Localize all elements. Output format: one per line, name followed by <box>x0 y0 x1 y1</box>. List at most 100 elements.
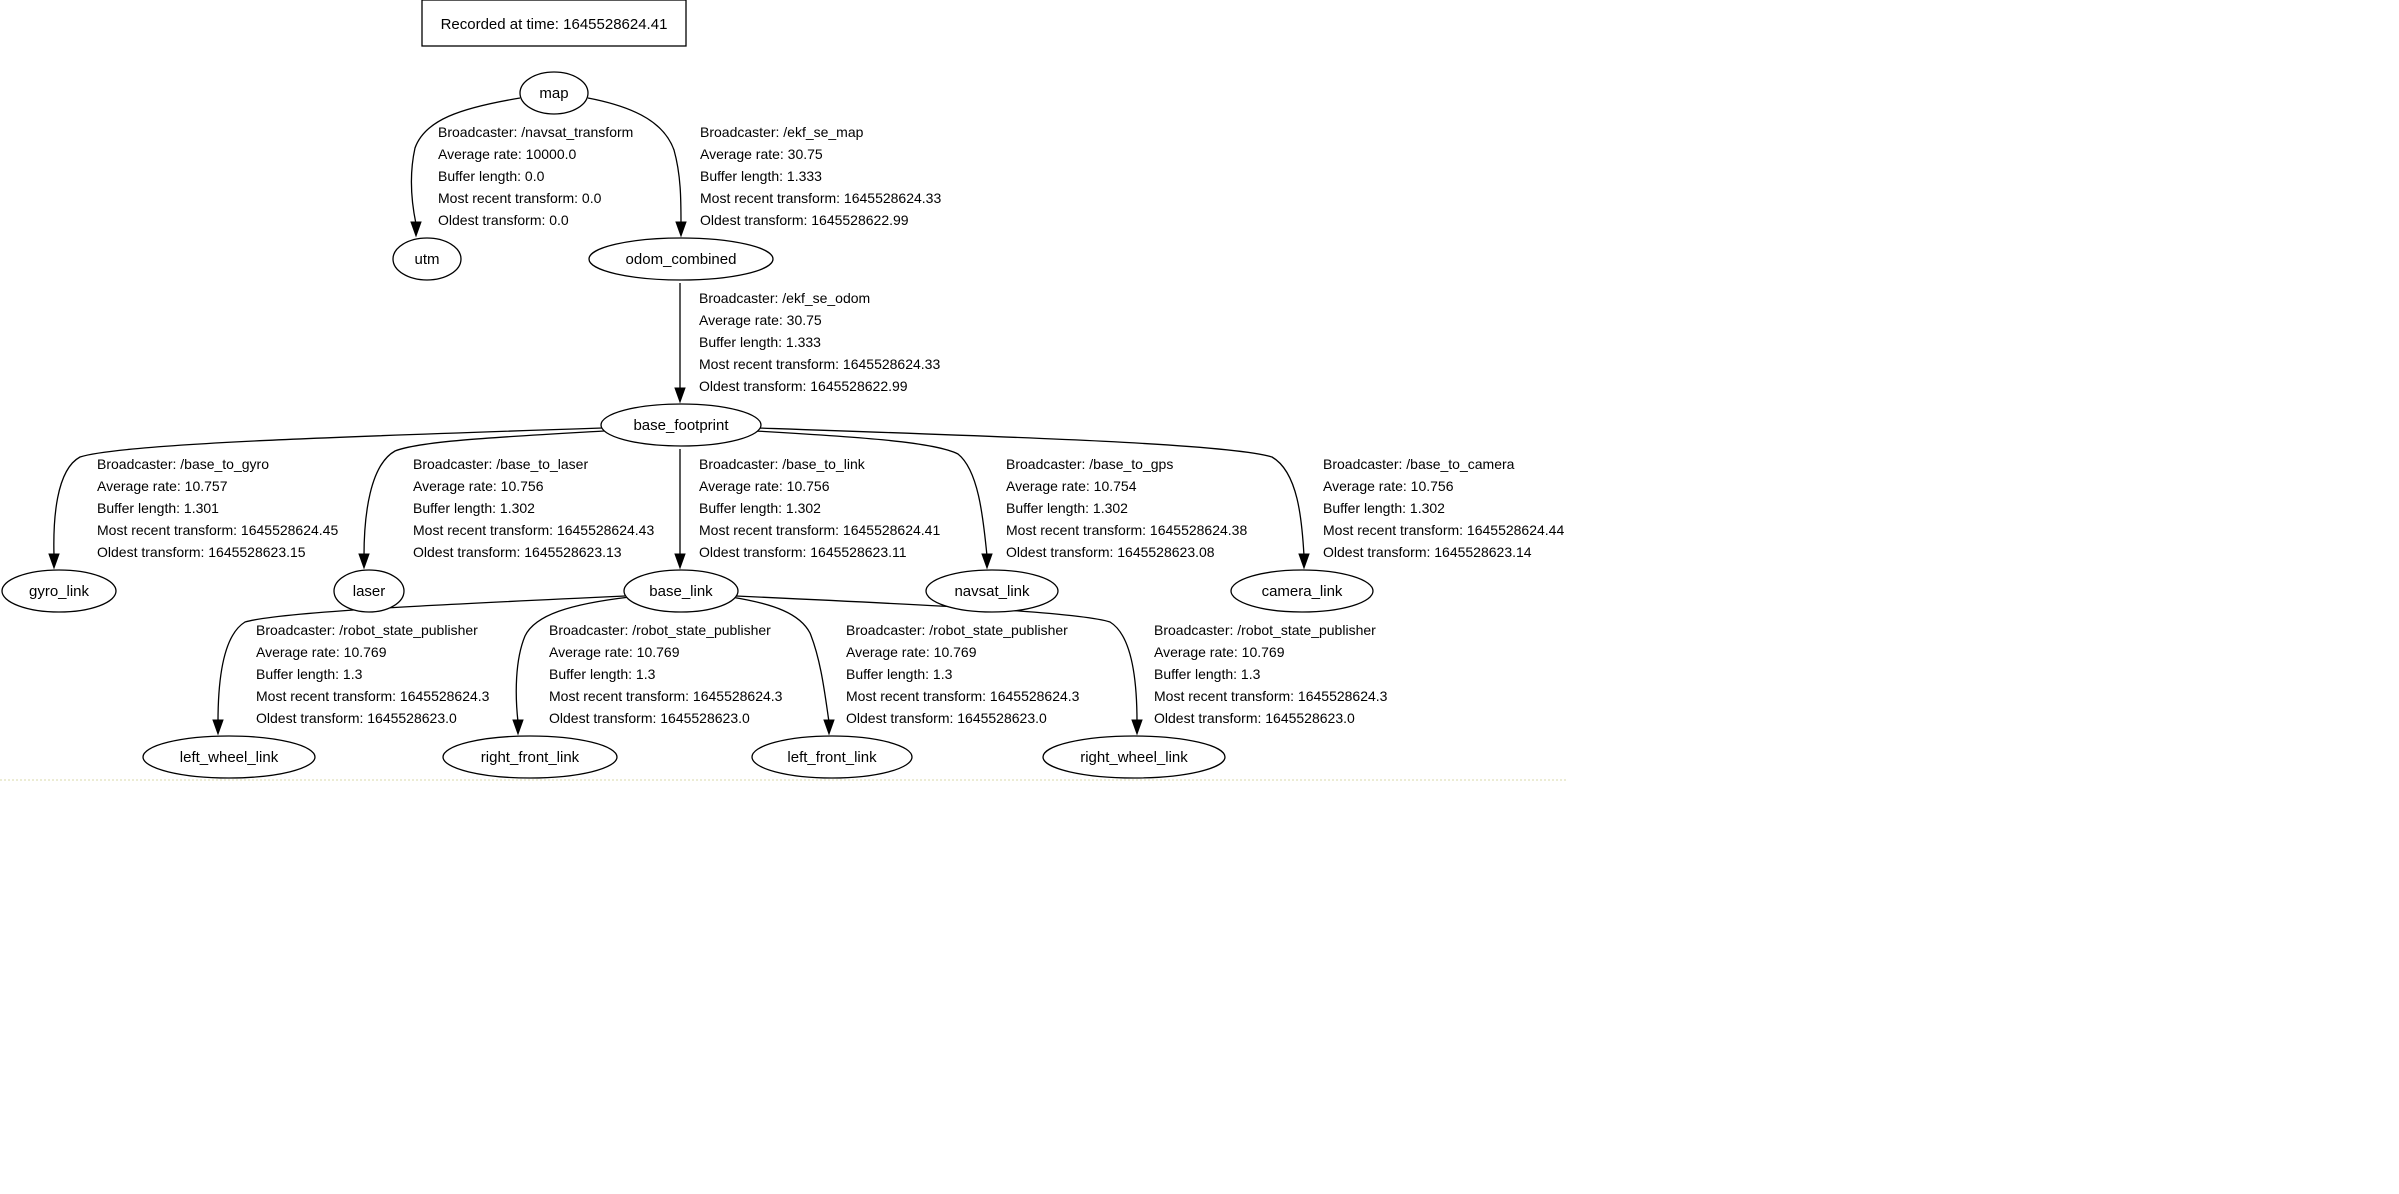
node-shape <box>600 403 762 447</box>
edge-oldest-transform: Oldest transform: 1645528622.99 <box>699 378 908 394</box>
edge-most-recent-transform: Most recent transform: 1645528624.3 <box>846 688 1080 704</box>
edge-buffer-length: Buffer length: 0.0 <box>438 168 545 184</box>
node-shape <box>925 569 1059 613</box>
node-gyro-link[interactable]: gyro_link <box>1 569 117 613</box>
node-right-front-link[interactable]: right_front_link <box>442 735 618 779</box>
edge-average-rate: Average rate: 10.769 <box>549 644 680 660</box>
edge-broadcaster: Broadcaster: /base_to_laser <box>413 456 588 472</box>
node-shape <box>333 569 405 613</box>
edge-buffer-length: Buffer length: 1.302 <box>1323 500 1445 516</box>
edge-oldest-transform: Oldest transform: 1645528623.0 <box>549 710 750 726</box>
edge-broadcaster: Broadcaster: /robot_state_publisher <box>1154 622 1376 638</box>
edge-most-recent-transform: Most recent transform: 1645528624.38 <box>1006 522 1247 538</box>
node-odom-combined[interactable]: odom_combined <box>588 237 774 281</box>
edge-most-recent-transform: Most recent transform: 1645528624.43 <box>413 522 654 538</box>
node-shape <box>1 569 117 613</box>
node-left-front-link[interactable]: left_front_link <box>751 735 913 779</box>
node-label: odom_combined <box>626 251 737 268</box>
edge-base-link-to-left-front-link: Broadcaster: /robot_state_publisher Aver… <box>730 596 1080 736</box>
edge-oldest-transform: Oldest transform: 1645528623.11 <box>699 544 907 560</box>
edge-most-recent-transform: Most recent transform: 1645528624.33 <box>700 190 941 206</box>
node-shape <box>519 71 589 115</box>
node-base-link[interactable]: base_link <box>623 569 739 613</box>
node-shape <box>751 735 913 779</box>
node-label: base_footprint <box>633 417 729 434</box>
node-label: map <box>539 85 568 102</box>
edge-map-to-odom-combined: Broadcaster: /ekf_se_map Average rate: 3… <box>587 97 941 238</box>
edge-odom-combined-to-base-footprint: Broadcaster: /ekf_se_odom Average rate: … <box>674 283 940 404</box>
edge-buffer-length: Buffer length: 1.333 <box>700 168 822 184</box>
edge-average-rate: Average rate: 10.769 <box>846 644 977 660</box>
edge-line <box>587 97 682 225</box>
node-camera-link[interactable]: camera_link <box>1230 569 1374 613</box>
arrowhead <box>981 553 993 570</box>
node-utm[interactable]: utm <box>392 237 462 281</box>
recorded-time-text: Recorded at time: 1645528624.41 <box>441 16 668 33</box>
node-label: base_link <box>649 583 713 600</box>
edge-broadcaster: Broadcaster: /navsat_transform <box>438 124 633 140</box>
arrowhead <box>1298 553 1310 570</box>
node-shape <box>588 237 774 281</box>
edge-most-recent-transform: Most recent transform: 1645528624.3 <box>256 688 490 704</box>
edge-line <box>758 427 1305 557</box>
edge-broadcaster: Broadcaster: /base_to_camera <box>1323 456 1515 472</box>
recorded-time-header: Recorded at time: 1645528624.41 <box>421 0 687 47</box>
edge-oldest-transform: Oldest transform: 0.0 <box>438 212 569 228</box>
edge-oldest-transform: Oldest transform: 1645528623.13 <box>413 544 622 560</box>
edge-base-link-to-right-front-link: Broadcaster: /robot_state_publisher Aver… <box>512 596 783 736</box>
edge-average-rate: Average rate: 10.769 <box>256 644 387 660</box>
edge-average-rate: Average rate: 10.769 <box>1154 644 1285 660</box>
node-shape <box>392 237 462 281</box>
edge-oldest-transform: Oldest transform: 1645528623.0 <box>256 710 457 726</box>
edge-buffer-length: Buffer length: 1.302 <box>1006 500 1128 516</box>
arrowhead <box>674 553 686 570</box>
arrowhead <box>512 719 524 736</box>
node-laser[interactable]: laser <box>333 569 405 613</box>
edge-oldest-transform: Oldest transform: 1645528622.99 <box>700 212 909 228</box>
edge-most-recent-transform: Most recent transform: 0.0 <box>438 190 602 206</box>
arrowhead <box>410 221 422 238</box>
edge-broadcaster: Broadcaster: /ekf_se_odom <box>699 290 870 306</box>
edge-line <box>363 430 605 557</box>
edge-most-recent-transform: Most recent transform: 1645528624.3 <box>549 688 783 704</box>
node-base-footprint[interactable]: base_footprint <box>600 403 762 447</box>
edge-buffer-length: Buffer length: 1.333 <box>699 334 821 350</box>
arrowhead <box>358 553 370 570</box>
node-label: gyro_link <box>29 583 90 600</box>
edge-base-link-to-right-wheel-link: Broadcaster: /robot_state_publisher Aver… <box>735 595 1388 736</box>
arrowhead <box>823 719 835 736</box>
arrowhead <box>675 221 687 238</box>
arrowhead <box>212 719 224 736</box>
edge-broadcaster: Broadcaster: /base_to_gyro <box>97 456 269 472</box>
node-shape <box>442 735 618 779</box>
edge-buffer-length: Buffer length: 1.3 <box>549 666 656 682</box>
edge-broadcaster: Broadcaster: /robot_state_publisher <box>846 622 1068 638</box>
arrowhead <box>48 553 60 570</box>
edge-broadcaster: Broadcaster: /ekf_se_map <box>700 124 864 140</box>
node-label: left_front_link <box>787 749 877 766</box>
node-left-wheel-link[interactable]: left_wheel_link <box>142 735 316 779</box>
edge-average-rate: Average rate: 10.756 <box>699 478 830 494</box>
node-shape <box>142 735 316 779</box>
node-label: right_wheel_link <box>1080 749 1188 766</box>
arrowhead <box>674 387 686 404</box>
edge-line <box>755 430 988 557</box>
edge-line <box>53 427 603 557</box>
edge-broadcaster: Broadcaster: /base_to_gps <box>1006 456 1173 472</box>
node-map[interactable]: map <box>519 71 589 115</box>
edge-map-to-utm: Broadcaster: /navsat_transform Average r… <box>410 97 633 238</box>
edge-broadcaster: Broadcaster: /base_to_link <box>699 456 866 472</box>
edge-most-recent-transform: Most recent transform: 1645528624.44 <box>1323 522 1564 538</box>
edge-buffer-length: Buffer length: 1.3 <box>1154 666 1261 682</box>
edge-buffer-length: Buffer length: 1.302 <box>413 500 535 516</box>
node-label: left_wheel_link <box>180 749 279 766</box>
edge-base-footprint-to-camera-link: Broadcaster: /base_to_camera Average rat… <box>758 427 1564 570</box>
node-navsat-link[interactable]: navsat_link <box>925 569 1059 613</box>
edge-oldest-transform: Oldest transform: 1645528623.0 <box>846 710 1047 726</box>
node-right-wheel-link[interactable]: right_wheel_link <box>1042 735 1226 779</box>
edge-most-recent-transform: Most recent transform: 1645528624.45 <box>97 522 338 538</box>
edge-base-footprint-to-navsat-link: Broadcaster: /base_to_gps Average rate: … <box>755 430 1247 570</box>
edge-oldest-transform: Oldest transform: 1645528623.0 <box>1154 710 1355 726</box>
node-label: right_front_link <box>481 749 580 766</box>
tf-tree-diagram: Recorded at time: 1645528624.41 Broadcas… <box>0 0 1568 781</box>
